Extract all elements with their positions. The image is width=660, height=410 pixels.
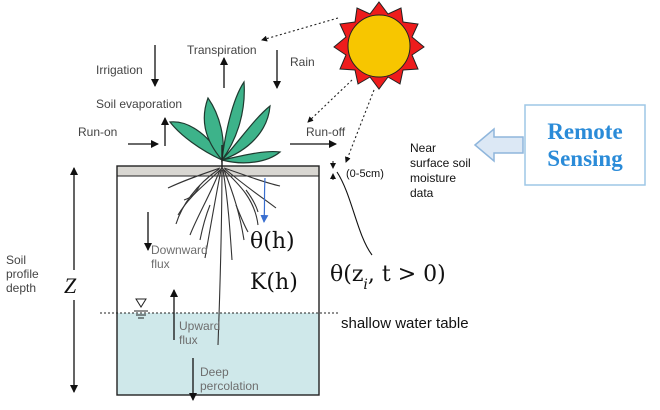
infiltration-arrow [260, 177, 269, 223]
remote-sensing-arrow [473, 127, 524, 163]
label-upward-flux: Upward flux [179, 319, 220, 347]
sun-icon [333, 1, 425, 90]
label-irrigation: Irrigation [96, 63, 143, 77]
svg-text:Remote: Remote [547, 119, 622, 144]
svg-text:Sensing: Sensing [547, 146, 623, 171]
svg-text:flux: flux [151, 257, 170, 271]
sun-rays [261, 17, 375, 163]
svg-text:Upward: Upward [179, 319, 220, 333]
label-deep-percolation: Deep percolation [200, 365, 259, 393]
label-rain: Rain [290, 55, 315, 69]
svg-text:depth: depth [6, 281, 36, 295]
symbol-z: Z [64, 273, 77, 298]
label-depth-range: (0-5cm) [346, 168, 384, 180]
label-soil-evaporation: Soil evaporation [96, 97, 182, 111]
svg-text:surface soil: surface soil [410, 156, 471, 170]
label-transpiration: Transpiration [187, 43, 257, 57]
water-table-icon [134, 298, 148, 319]
label-run-off: Run-off [306, 125, 346, 139]
svg-text:data: data [410, 186, 434, 200]
label-near-surface: Near surface soil moisture data [410, 141, 471, 200]
svg-text:Downward: Downward [151, 243, 208, 257]
formula-theta-h: θ(h) [250, 229, 295, 254]
soil-column [116, 165, 320, 396]
svg-text:Near: Near [410, 141, 436, 155]
plant-roots [167, 159, 281, 346]
formula-k-h: K(h) [250, 270, 298, 295]
svg-text:flux: flux [179, 333, 198, 347]
process-arrows [128, 45, 337, 148]
label-downward-flux: Downward flux [151, 243, 208, 271]
svg-text:Deep: Deep [200, 365, 229, 379]
svg-text:percolation: percolation [200, 379, 259, 393]
label-remote-sensing: Remote Sensing [547, 119, 623, 171]
formula-theta-zi: θ(zi, t > 0) [330, 262, 446, 293]
label-soil-profile-depth: Soil profile depth [6, 253, 39, 295]
svg-text:Soil: Soil [6, 253, 26, 267]
svg-text:moisture: moisture [410, 171, 456, 185]
label-run-on: Run-on [78, 125, 117, 139]
label-shallow-water-table: shallow water table [341, 315, 469, 332]
plant-leaves [168, 80, 282, 164]
svg-text:profile: profile [6, 267, 39, 281]
remote-sensing-box [524, 104, 646, 186]
groundwater-region [117, 313, 319, 395]
moisture-pointer [336, 171, 373, 256]
